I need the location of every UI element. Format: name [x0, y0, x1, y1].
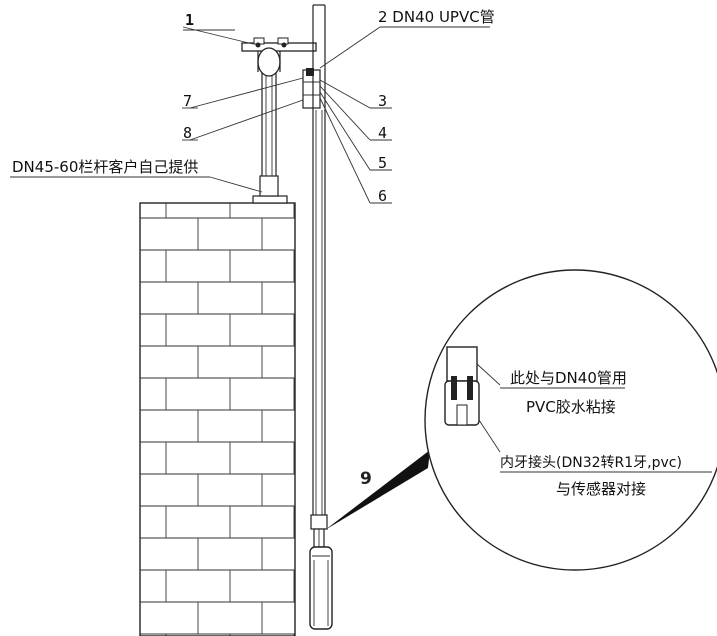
detail-adapter-line1: 内牙接头(DN32转R1牙,pvc) [500, 454, 682, 471]
callout-4: 4 [378, 124, 387, 142]
callout-5: 5 [378, 154, 387, 172]
callout-1: 1 [185, 11, 194, 29]
railing-post [252, 50, 288, 204]
sensor-assembly [309, 514, 333, 630]
detail-glue-line2: PVC胶水粘接 [526, 398, 616, 416]
callout-2-pipe: 2 DN40 UPVC管 [378, 8, 495, 26]
detail-adapter-line2: 与传感器对接 [556, 480, 646, 498]
pipe-clamp [302, 68, 321, 109]
callout-9: 9 [360, 469, 372, 489]
callout-3: 3 [378, 92, 387, 110]
detail-glue-line1: 此处与DN40管用 [510, 369, 627, 387]
railing-note: DN45-60栏杆客户自己提供 [12, 158, 198, 176]
leader-lines [10, 26, 712, 473]
callout-7: 7 [183, 92, 192, 110]
callout-6: 6 [378, 187, 387, 205]
detail-view [325, 269, 717, 571]
callout-8: 8 [183, 124, 192, 142]
upvc-pipe [312, 4, 326, 515]
mounting-bracket [241, 37, 317, 77]
detail-pointer [325, 450, 430, 530]
brick-wall [139, 202, 296, 636]
